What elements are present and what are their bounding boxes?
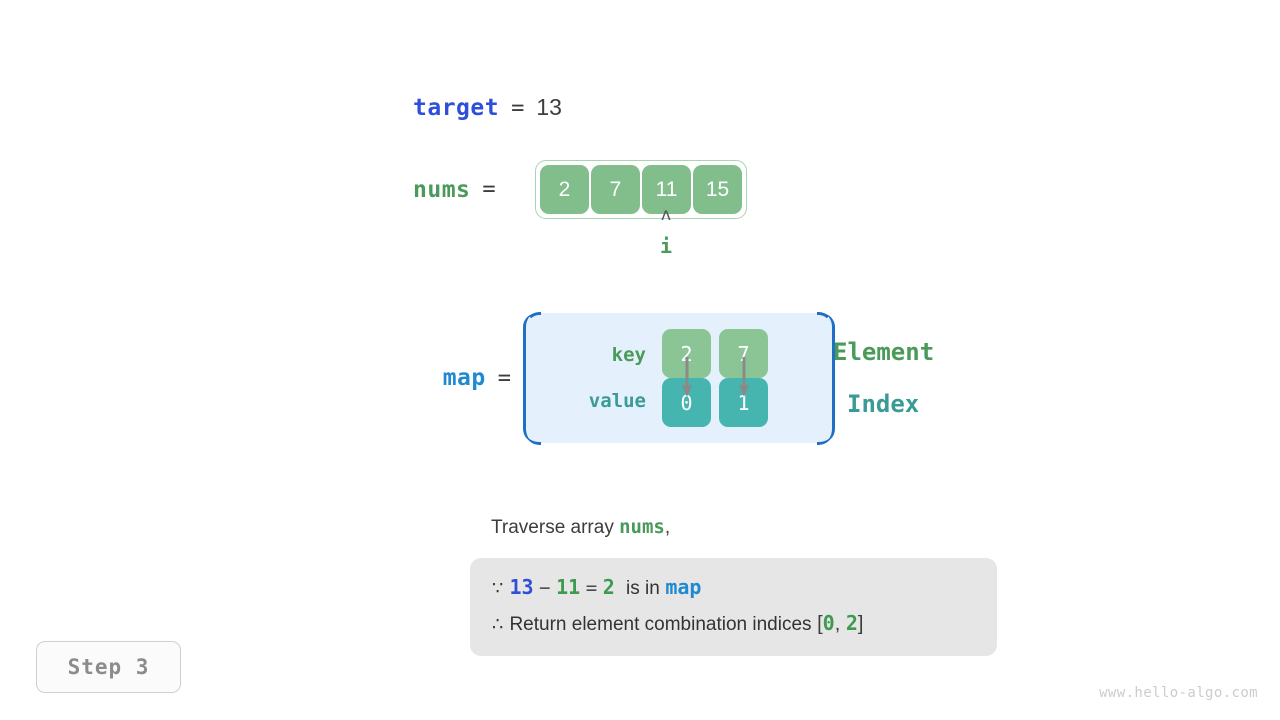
explain-map-token: map [665, 575, 702, 599]
caption-text: Traverse array nums, [491, 516, 670, 539]
array-cell[interactable]: 7 [591, 165, 640, 214]
therefore-symbol: ∴ [492, 614, 504, 635]
map-entry: 7 1 [719, 329, 768, 427]
map-grid: key value 2 0 7 1 [526, 329, 768, 427]
map-label: map [442, 365, 486, 391]
equals-operator: = [585, 577, 598, 599]
map-value-row-label: value [588, 390, 646, 412]
caption-prefix: Traverse array [491, 517, 620, 538]
explain-current-value: 11 [556, 575, 581, 599]
map-entry: 2 0 [662, 329, 711, 427]
step-badge: Step 3 [36, 641, 181, 693]
map-key-row-label: key [611, 344, 646, 366]
nums-array-container: 2 7 11 15 [535, 160, 747, 219]
map-value-cell[interactable]: 1 [719, 378, 768, 427]
nums-label-group: nums = [413, 177, 535, 203]
pointer-caret-icon: ʌ [660, 205, 672, 225]
explain-return-text: Return element combination indices [509, 614, 812, 635]
explain-complement-value: 2 [602, 575, 615, 599]
array-cell[interactable]: 15 [693, 165, 742, 214]
caption-code-nums: nums [619, 516, 665, 538]
result-index-1: 2 [845, 611, 858, 635]
nums-label: nums [413, 176, 471, 203]
array-cell[interactable]: 11 [642, 165, 691, 214]
target-equals-sign: = [511, 96, 525, 121]
map-entry-columns: 2 0 7 1 [662, 329, 768, 427]
map-side-labels: Element Index [833, 313, 934, 443]
pointer-label-i: i [659, 234, 673, 258]
map-row: map = key value 2 0 7 1 [413, 313, 835, 443]
map-label-group: map = [413, 365, 523, 391]
nums-row: nums = 2 7 11 15 [413, 160, 747, 219]
target-label: target [413, 95, 500, 121]
side-label-element: Element [833, 338, 935, 366]
target-row: target = 13 [413, 94, 562, 128]
map-equals-sign: = [497, 365, 511, 391]
index-pointer-group: ʌ i [648, 206, 684, 256]
nums-equals-sign: = [482, 177, 496, 202]
result-index-0: 0 [822, 611, 835, 635]
watermark: www.hello-algo.com [1099, 685, 1258, 701]
explanation-line-2: ∴Return element combination indices [0, … [492, 606, 977, 642]
because-symbol: ∵ [492, 578, 504, 599]
result-comma: , [834, 613, 841, 635]
minus-operator: − [539, 577, 551, 599]
explanation-line-1: ∵13 − 11 = 2 is in map [492, 570, 977, 606]
bracket-close: ] [857, 613, 864, 635]
step-badge-label: Step 3 [67, 655, 150, 679]
explain-is-in-text: is in [625, 578, 660, 599]
target-value: 13 [536, 94, 562, 120]
map-key-cell[interactable]: 7 [719, 329, 768, 378]
array-cell[interactable]: 2 [540, 165, 589, 214]
map-value-cell[interactable]: 0 [662, 378, 711, 427]
map-key-cell[interactable]: 2 [662, 329, 711, 378]
map-panel: key value 2 0 7 1 [523, 313, 835, 443]
bracket-open: [ [817, 613, 823, 635]
explain-target-value: 13 [509, 575, 534, 599]
explanation-box: ∵13 − 11 = 2 is in map ∴Return element c… [470, 558, 997, 656]
caption-suffix: , [664, 517, 671, 538]
map-row-labels: key value [560, 344, 646, 412]
side-label-index: Index [847, 390, 920, 418]
